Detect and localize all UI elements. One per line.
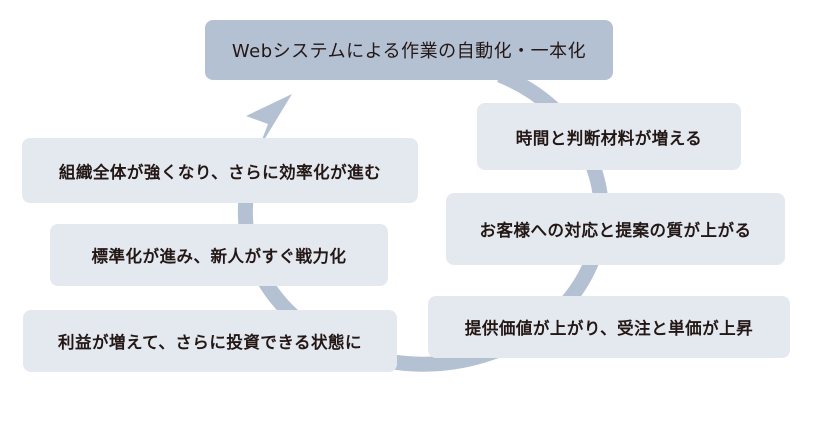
step-box: お客様への対応と提案の質が上がる [446, 193, 785, 265]
step-label: 時間と判断材料が増える [515, 128, 703, 148]
step-label: 利益が増えて、さらに投資できる状態に [57, 333, 363, 352]
step-box: 標準化が進み、新人がすぐ戦力化 [50, 224, 388, 286]
step-box: 利益が増えて、さらに投資できる状態に [23, 310, 397, 372]
step-label: 提供価値が上がり、受注と単価が上昇 [464, 319, 754, 338]
step-label: お客様への対応と提案の質が上がる [479, 221, 752, 240]
step-label: 組織全体が強くなり、さらに効率化が進む [58, 162, 382, 182]
cycle-title: Webシステムによる作業の自動化・一本化 [231, 41, 587, 62]
step-box: 提供価値が上がり、受注と単価が上昇 [428, 296, 790, 358]
step-box: 時間と判断材料が増える [477, 103, 741, 170]
arrowhead-icon [246, 94, 292, 150]
step-box: 組織全体が強くなり、さらに効率化が進む [22, 138, 418, 203]
cycle-title-box: Webシステムによる作業の自動化・一本化 [205, 20, 613, 80]
step-label: 標準化が進み、新人がすぐ戦力化 [91, 247, 347, 266]
